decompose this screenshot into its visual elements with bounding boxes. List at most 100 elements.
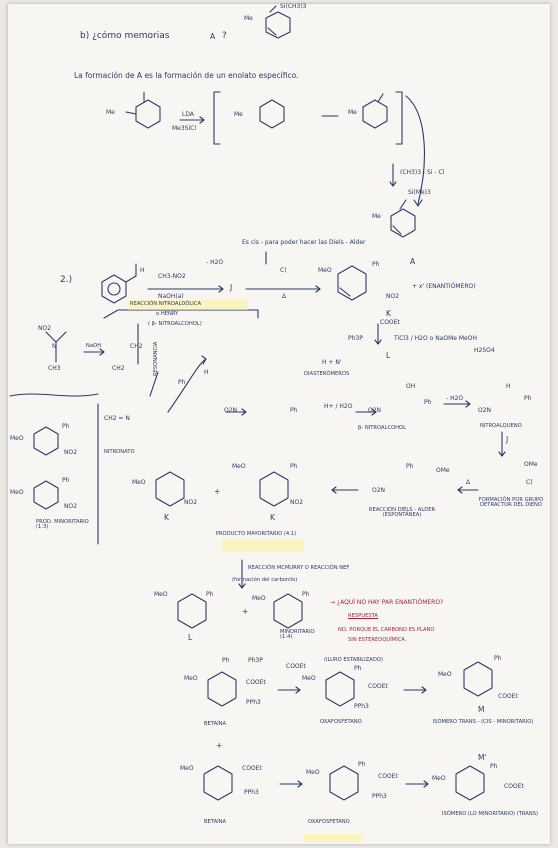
- ring-left-2: [33, 480, 59, 510]
- cooet-m2: COOEt: [504, 783, 524, 790]
- silyl-reagent: (CH3)3 - Si - Cl: [400, 169, 445, 176]
- prod-minoritario-label: PROD. MINORITARIO (1:3): [36, 519, 89, 531]
- enantiomer-label: + x' (ENANTIÓMERO): [412, 283, 476, 290]
- ring-1: [135, 99, 161, 129]
- ome-2: OMe: [524, 461, 538, 468]
- ring-l2: [273, 593, 303, 629]
- red-answer-1: NO, PORQUE EL CARBONO ES PLANO: [338, 627, 435, 633]
- statement-b: La formación de A es la formación de un …: [74, 71, 299, 80]
- o2n-alcohol: O2N: [368, 407, 382, 414]
- diels-alder-label: REACCIÓN DIELS - ALDER (ESPONTÁNEA): [368, 507, 436, 519]
- nitro-ch3: CH3: [48, 365, 61, 372]
- betaina-2-label: BETAÍNA: [204, 819, 227, 825]
- producto-mayoritario-label: PRODUCTO MAYORITARIO (4:1): [215, 531, 297, 537]
- pph3-3: PPh3: [244, 789, 259, 796]
- ring-3: [362, 99, 388, 129]
- henry-label: o HENRY: [156, 311, 179, 317]
- meo-o1: MeO: [302, 675, 316, 682]
- b-nitroalcohol-label: β- NITROALCOHOL: [358, 425, 407, 431]
- ph-l4: Ph: [302, 591, 310, 598]
- circled-l3-label: L: [188, 633, 193, 642]
- benzene-ring: [101, 274, 127, 304]
- silyl-product-label: Si(Me)3: [408, 189, 431, 196]
- highlight-oxa2: [304, 834, 364, 842]
- ph-k2: Ph: [290, 463, 298, 470]
- meo-l3: MeO: [154, 591, 168, 598]
- h-plus-label: H+ / H2O: [324, 403, 353, 410]
- me3sicl-label: Me3SiCl: [172, 125, 197, 132]
- no2-k2: NO2: [290, 499, 304, 506]
- ring-k1: [155, 471, 185, 507]
- ticl-reagent: TiCl3 / H2O o NaOMe MeOH: [394, 335, 477, 342]
- meo-a: MeO: [318, 267, 332, 274]
- meo-k2: MeO: [232, 463, 246, 470]
- ph-left-2: Ph: [62, 477, 70, 484]
- curved-arrow-down: [405, 95, 425, 205]
- silyl-top-label: Si(CH3)3: [280, 3, 307, 10]
- ph-o2: Ph: [358, 761, 366, 768]
- delta-2: Δ: [466, 479, 471, 486]
- ring-betaine-1: [207, 671, 237, 707]
- ring-m2: [455, 765, 485, 801]
- pph3-4: PPh3: [372, 793, 387, 800]
- ph-da: Ph: [406, 463, 414, 470]
- red-question: → ¿AQUÍ NO HAY PAR ENANTIÓMERO?: [330, 599, 444, 606]
- me-top-label: Me: [244, 15, 253, 22]
- part-2-number: 2.): [60, 275, 73, 285]
- base-naoh: NaOH(a): [158, 293, 184, 300]
- ring-oxa-2: [329, 765, 359, 801]
- beta-nitroalcohol-note: ( β- NITROALCOHOL): [148, 321, 202, 327]
- arrow-up-nitronate: [149, 371, 159, 397]
- step-c: C): [280, 267, 287, 274]
- resonance-label: RESONANCIA: [153, 341, 159, 376]
- no2-left-1: NO2: [64, 449, 78, 456]
- c-label: C): [526, 479, 533, 486]
- minus-h2o-2: - H2O: [446, 395, 464, 402]
- circled-m-label: M: [478, 705, 485, 714]
- ph-a: Ph: [372, 261, 380, 268]
- divider-wave: [9, 393, 99, 397]
- ph-aldehyde: Ph: [178, 379, 186, 386]
- ylide-label: (ILURO ESTABILIZADO): [324, 657, 383, 663]
- lda-label: LDA: [182, 111, 194, 118]
- highlight-mayor: [222, 540, 304, 552]
- plus-k: +: [214, 487, 221, 496]
- delta-1: Δ: [282, 293, 287, 300]
- ring-product-a: [337, 265, 367, 301]
- me-2: Me: [234, 111, 243, 118]
- question-end: ?: [222, 31, 227, 41]
- reaction-name-nitroaldol: REACCIÓN NITROALDÓLICA: [130, 301, 202, 307]
- ph3p-2: Ph3P: [248, 657, 263, 664]
- oxafosfetano-2-label: OXAFOSFETANO: [308, 819, 350, 825]
- cooet-m: COOEt: [498, 693, 518, 700]
- h-aldehyde: H: [140, 267, 145, 274]
- h-aldehyde-2: H: [204, 369, 209, 376]
- ph-alcohol: Ph: [424, 399, 432, 406]
- dieno-label: FORMACIÓN POR GRUPO DETRACTOR DEL DIENO: [478, 497, 544, 509]
- isomer-trans-label: ISÓMERO TRANS - (CIS - MINORITARIO): [432, 719, 534, 725]
- circled-l-label: L: [386, 351, 391, 360]
- ch2-n-label: CH2 = N: [104, 415, 130, 422]
- ch2-2: CH2: [112, 365, 125, 372]
- curved-attack-arrow: [167, 358, 207, 413]
- ch2-1: CH2: [130, 343, 143, 350]
- red-answer-label: RESPUESTA: [348, 613, 378, 619]
- circled-j-label: J: [230, 283, 233, 292]
- cooet-reagent: COOEt: [380, 319, 400, 326]
- ring-top: [265, 11, 291, 39]
- meo-k1: MeO: [132, 479, 146, 486]
- handwritten-structures-drawing: [9, 5, 506, 801]
- ph-m2: Ph: [490, 763, 498, 770]
- ph-alkene: Ph: [524, 395, 532, 402]
- cooet-3: COOEt: [246, 679, 266, 686]
- circled-a2-label: A: [410, 257, 416, 266]
- o2n-alkoxide: O2N: [224, 407, 238, 414]
- circled-k-label: K: [386, 309, 391, 318]
- meo-m2: MeO: [432, 775, 446, 782]
- bracket-left: [213, 91, 221, 145]
- nef-label: REACCIÓN MCMURRY O REACCIÓN NEF: [248, 565, 350, 571]
- question-b: b) ¿cómo memorias: [80, 31, 170, 41]
- circled-j2-label: J: [506, 435, 509, 444]
- ph-alkoxide: Ph: [290, 407, 298, 414]
- bracket-right: [395, 91, 403, 145]
